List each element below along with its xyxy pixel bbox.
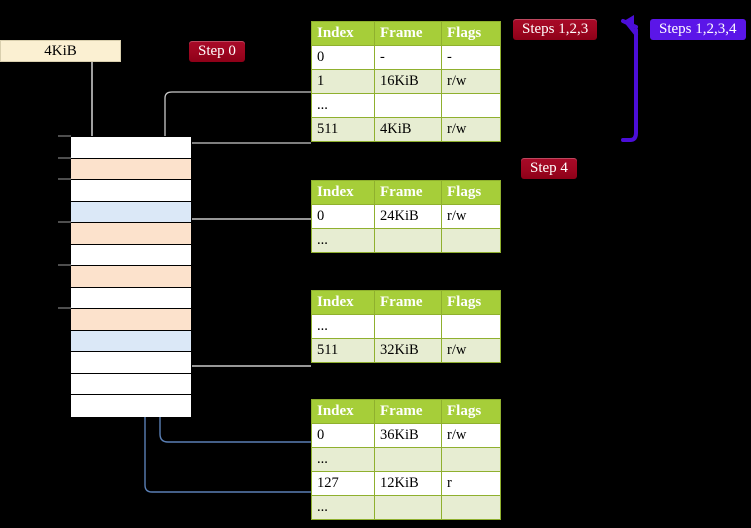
memory-row <box>71 223 191 245</box>
cell-index: 0 <box>311 423 375 448</box>
cell-index: 511 <box>311 338 375 363</box>
cell-frame: 4KiB <box>374 117 442 142</box>
memory-row <box>71 373 191 395</box>
memory-column <box>70 136 192 417</box>
column-header-index: Index <box>311 399 375 424</box>
column-header-index: Index <box>311 290 375 315</box>
memory-row <box>71 244 191 266</box>
table-row: ... <box>311 447 501 472</box>
cell-frame <box>374 93 442 118</box>
table-row: 0 36KiB r/w <box>311 423 501 448</box>
memory-row <box>71 287 191 309</box>
wire-pt-0-to-memory <box>153 344 311 443</box>
table-row: ... <box>311 314 501 339</box>
cell-frame <box>374 447 442 472</box>
cell-flags <box>441 314 501 339</box>
column-header-frame: Frame <box>374 21 442 46</box>
cell-flags <box>441 93 501 118</box>
kib-box: 4KiB <box>0 40 121 62</box>
cell-flags: r/w <box>441 117 501 142</box>
cell-index: 1 <box>311 69 375 94</box>
badge-steps-1234: Steps 1,2,3,4 <box>650 19 746 40</box>
cell-flags: - <box>441 45 501 70</box>
page-table-pt: Index Frame Flags 0 36KiB r/w ... 127 12… <box>311 399 501 520</box>
cell-index: 0 <box>311 204 375 229</box>
memory-row <box>71 137 191 159</box>
column-header-index: Index <box>311 21 375 46</box>
badge-steps-123: Steps 1,2,3 <box>513 19 598 40</box>
badge-step4: Step 4 <box>521 158 577 179</box>
memory-row <box>71 395 191 417</box>
column-header-flags: Flags <box>441 399 501 424</box>
wire-steps-bracket <box>621 15 638 142</box>
cell-index: ... <box>311 93 375 118</box>
table-row: 0 24KiB r/w <box>311 204 501 229</box>
table-row: 0 - - <box>311 45 501 70</box>
table-header-row: Index Frame Flags <box>311 290 501 315</box>
cell-index: ... <box>311 447 375 472</box>
cell-frame: 12KiB <box>374 471 442 496</box>
cell-frame: 16KiB <box>374 69 442 94</box>
memory-row <box>71 201 191 223</box>
cell-index: ... <box>311 495 375 520</box>
memory-row <box>71 309 191 331</box>
column-header-index: Index <box>311 180 375 205</box>
wire-pt-127-to-memory <box>138 204 311 493</box>
cell-index: ... <box>311 314 375 339</box>
cell-index: ... <box>311 228 375 253</box>
memory-row <box>71 158 191 180</box>
table-row: ... <box>311 228 501 253</box>
cell-flags: r/w <box>441 204 501 229</box>
cell-frame <box>374 495 442 520</box>
cell-flags: r <box>441 471 501 496</box>
table-row: ... <box>311 93 501 118</box>
cell-frame: - <box>374 45 442 70</box>
memory-row <box>71 180 191 202</box>
cell-flags: r/w <box>441 69 501 94</box>
table-row: ... <box>311 495 501 520</box>
cell-flags <box>441 447 501 472</box>
table-row: 127 12KiB r <box>311 471 501 496</box>
table-row: 511 4KiB r/w <box>311 117 501 142</box>
table-header-row: Index Frame Flags <box>311 399 501 424</box>
page-table-pdpt: Index Frame Flags 0 24KiB r/w ... <box>311 180 501 253</box>
cell-frame <box>374 314 442 339</box>
column-header-flags: Flags <box>441 21 501 46</box>
table-row: 1 16KiB r/w <box>311 69 501 94</box>
cell-index: 511 <box>311 117 375 142</box>
column-header-frame: Frame <box>374 180 442 205</box>
cell-frame <box>374 228 442 253</box>
memory-row <box>71 266 191 288</box>
column-header-frame: Frame <box>374 290 442 315</box>
column-header-frame: Frame <box>374 399 442 424</box>
table-row: 511 32KiB r/w <box>311 338 501 363</box>
page-table-pml4: Index Frame Flags 0 - - 1 16KiB r/w ... … <box>311 21 501 142</box>
page-table-pd: Index Frame Flags ... 511 32KiB r/w <box>311 290 501 363</box>
column-header-flags: Flags <box>441 290 501 315</box>
cell-flags <box>441 228 501 253</box>
cell-flags <box>441 495 501 520</box>
memory-row <box>71 352 191 374</box>
cell-index: 0 <box>311 45 375 70</box>
table-header-row: Index Frame Flags <box>311 180 501 205</box>
cell-frame: 36KiB <box>374 423 442 448</box>
cell-frame: 32KiB <box>374 338 442 363</box>
cell-index: 127 <box>311 471 375 496</box>
cell-frame: 24KiB <box>374 204 442 229</box>
memory-row <box>71 330 191 352</box>
cell-flags: r/w <box>441 338 501 363</box>
table-header-row: Index Frame Flags <box>311 21 501 46</box>
badge-step0: Step 0 <box>189 41 245 62</box>
column-header-flags: Flags <box>441 180 501 205</box>
cell-flags: r/w <box>441 423 501 448</box>
